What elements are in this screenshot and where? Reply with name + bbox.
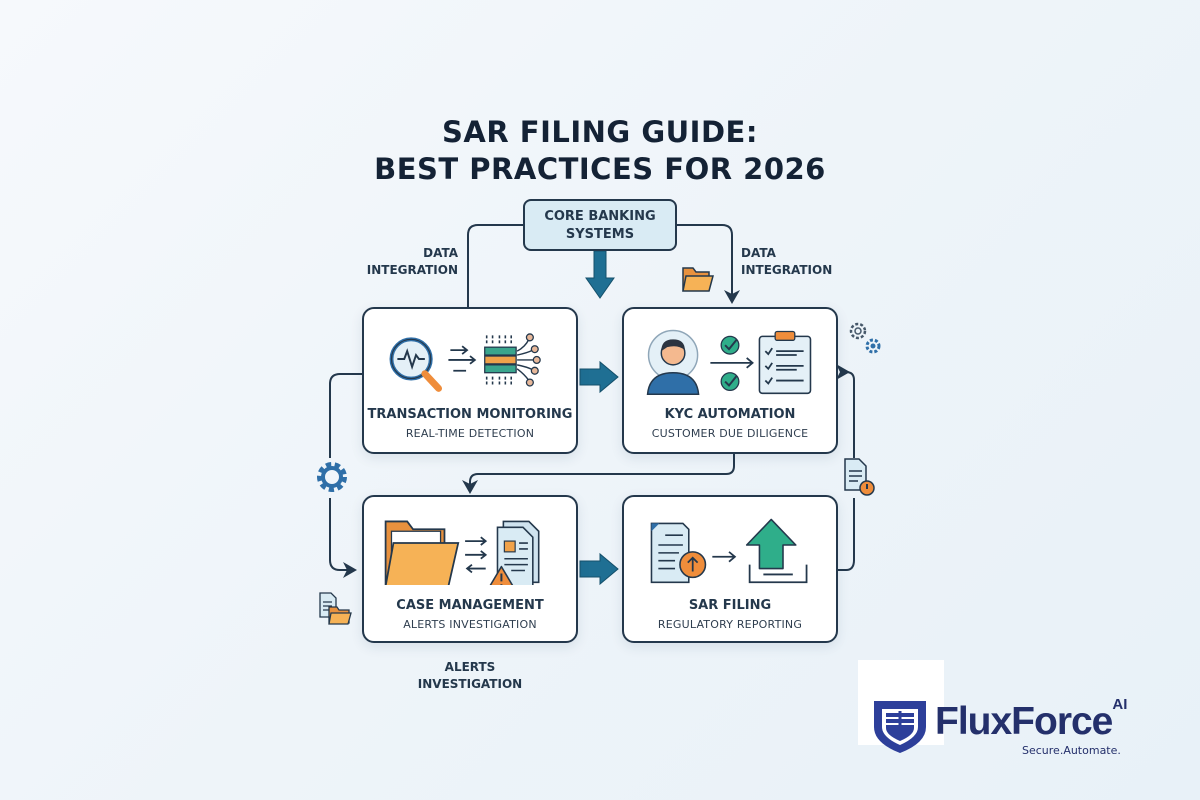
label-data-integration-left: DATA INTEGRATION (366, 246, 458, 277)
card-transaction-monitoring: TRANSACTION MONITORING REAL-TIME DETECTI… (362, 307, 578, 454)
card-title: TRANSACTION MONITORING (367, 407, 573, 422)
card-subtitle: REAL-TIME DETECTION (405, 427, 535, 440)
card-subtitle: REGULATORY REPORTING (657, 618, 803, 631)
shield-logo-icon (874, 701, 926, 753)
folder-icon (384, 520, 460, 585)
arrow-icon (710, 357, 754, 369)
gears-icon (849, 322, 881, 354)
upload-tray-icon (745, 518, 808, 584)
transaction-monitoring-icons (389, 333, 541, 392)
case-management-icons (384, 520, 540, 585)
brand-name: FluxForceAI (935, 696, 1128, 743)
document-warning-icon (489, 520, 540, 585)
core-banking-systems-box: CORE BANKING SYSTEMS (523, 199, 677, 251)
sar-filing-icons (650, 518, 808, 584)
magnifier-pulse-icon (389, 337, 443, 392)
card-title: CASE MANAGEMENT (396, 598, 544, 613)
card-kyc-automation: KYC AUTOMATION CUSTOMER DUE DILIGENCE (622, 307, 838, 454)
card-case-management: CASE MANAGEMENT ALERTS INVESTIGATION (362, 495, 578, 643)
gear-icon (317, 462, 347, 492)
card-sar-filing: SAR FILING REGULATORY REPORTING (622, 495, 838, 643)
title-line-1: SAR FILING GUIDE: (442, 115, 758, 149)
card-title: KYC AUTOMATION (664, 407, 796, 422)
card-title: SAR FILING (688, 598, 772, 613)
exchange-arrows-icon (465, 536, 488, 574)
label-alerts-investigation: ALERTS INVESTIGATION (417, 660, 523, 691)
title-line-2: BEST PRACTICES FOR 2026 (374, 152, 826, 186)
clipboard-checklist-icon (758, 330, 812, 395)
documents-folder-icon (319, 592, 352, 625)
label-data-integration-right: DATA INTEGRATION (741, 246, 833, 277)
user-avatar-icon (646, 329, 700, 396)
folder-icon (682, 267, 714, 292)
arrows-icon (448, 345, 477, 372)
card-subtitle: ALERTS INVESTIGATION (403, 618, 537, 631)
card-subtitle: CUSTOMER DUE DILIGENCE (651, 427, 809, 440)
brand-superscript: AI (1112, 696, 1128, 713)
core-line-2: SYSTEMS (565, 227, 635, 242)
arrow-icon (712, 551, 737, 563)
check-circle-icon (720, 335, 740, 392)
brand-tagline: Secure.Automate. (1022, 744, 1121, 757)
document-alert-icon (844, 458, 875, 496)
kyc-automation-icons (646, 329, 812, 396)
server-network-icon (484, 333, 541, 387)
document-upload-icon (650, 522, 707, 584)
page-title: SAR FILING GUIDE: BEST PRACTICES FOR 202… (0, 114, 1200, 188)
core-line-1: CORE BANKING (544, 209, 656, 224)
